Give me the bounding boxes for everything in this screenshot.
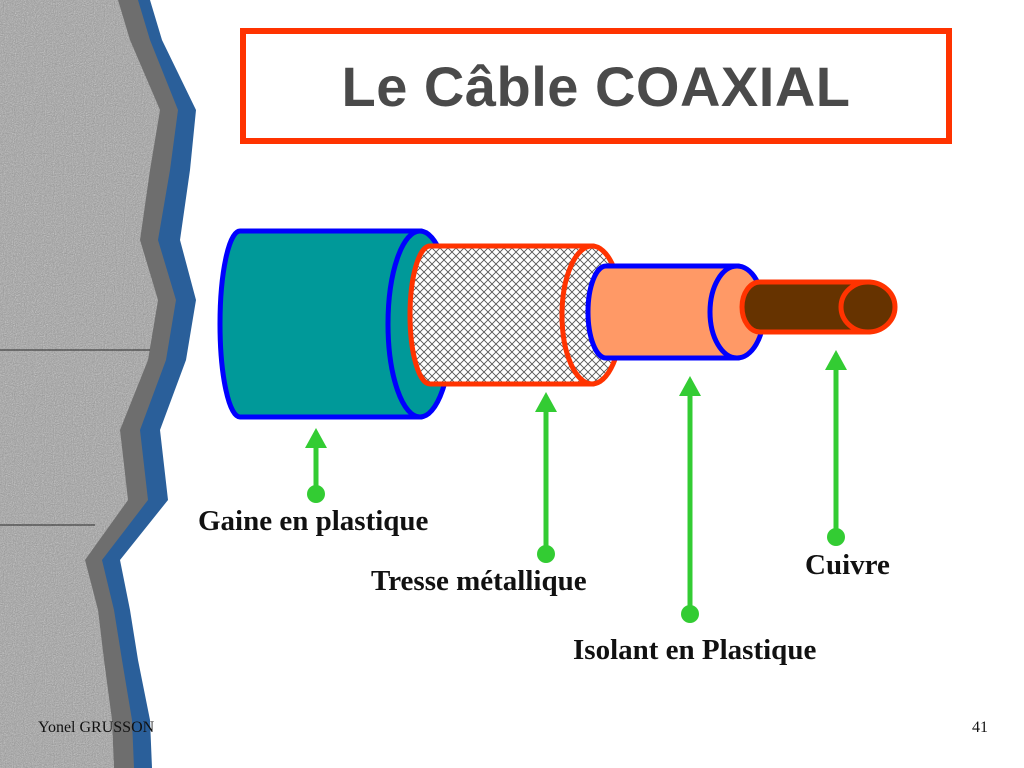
- arrow-gaine: [305, 428, 327, 503]
- copper-core: [739, 279, 898, 335]
- label-isolant: Isolant en Plastique: [573, 634, 817, 666]
- footer-author: Yonel GRUSSON: [38, 719, 155, 736]
- arrow-cuivre: [825, 350, 847, 546]
- slide-title: Le Câble COAXIAL: [341, 54, 851, 118]
- footer-page-number: 41: [972, 719, 988, 736]
- stone-border-decoration: [0, 0, 200, 768]
- label-tresse: Tresse métallique: [371, 565, 587, 597]
- label-gaine: Gaine en plastique: [198, 505, 429, 537]
- title-box: Le Câble COAXIAL: [240, 28, 952, 144]
- label-cuivre: Cuivre: [805, 549, 890, 581]
- arrow-isolant: [679, 376, 701, 623]
- arrow-tresse: [535, 392, 557, 563]
- insulator-layer: [585, 263, 767, 361]
